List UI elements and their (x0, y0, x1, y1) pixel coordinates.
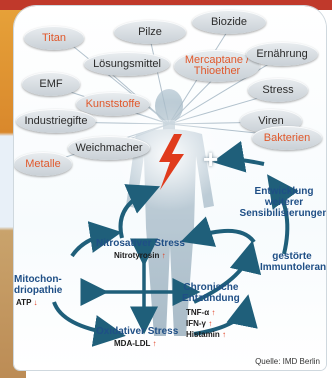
lightning-icon (159, 134, 184, 190)
increase-arrow-icon: ↑ (152, 339, 157, 348)
label-gestoerte-line1: gestörte (272, 251, 312, 262)
label-chronisch-line2: Entzündung (182, 293, 240, 304)
plus-sign: + (203, 144, 219, 174)
label-entwicklung-line1: Entwicklung (254, 186, 314, 197)
bubble-metalle: Metalle (14, 152, 72, 176)
label-entwicklung: Entwicklung weiterer Sensibilisierungen (238, 186, 326, 219)
label-mito-line2: driopathie (14, 285, 63, 296)
source-credit: Quelle: IMD Berlin (255, 357, 320, 366)
increase-arrow-icon: ↑ (222, 330, 227, 339)
label-atp: ATP (16, 298, 32, 307)
cycle-arrows (52, 140, 299, 347)
increase-arrow-icon: ↑ (208, 319, 213, 328)
label-nitrotyrosin: Nitrotyrosin (114, 251, 160, 260)
label-histamin: Histamin (186, 330, 220, 339)
bubble-emf: EMF (22, 72, 80, 96)
bubble-stress: Stress (248, 78, 308, 102)
bubble-mercaptane-line2: Thioether (193, 65, 241, 77)
bubble-industriegifte: Industriegifte (16, 109, 96, 133)
decrease-arrow-icon: ↓ (33, 298, 38, 307)
label-oxidativer-stress: Oxidativer Stress (96, 326, 179, 337)
bubble-loesungsmittel: Lösungsmittel (84, 52, 170, 76)
increase-arrow-icon: ↑ (161, 251, 166, 260)
label-gestoerte-line2: Immuntoleranz (260, 262, 326, 273)
label-chronisch-line1: Chronische (183, 282, 239, 293)
bubble-weichmacher: Weichmacher (68, 136, 150, 160)
label-ifn: IFN-γ (186, 319, 206, 328)
label-mitochondriopathie: Mitochon- driopathie (14, 274, 62, 296)
label-mda-ldl: MDA-LDL (114, 339, 151, 348)
bubble-biozide: Biozide (192, 10, 266, 34)
central-cross-arrows (80, 238, 201, 335)
label-chronische-entzuendung: Chronische Entzündung (182, 282, 240, 304)
label-mda-row: MDA-LDL ↑ (114, 339, 157, 348)
label-histamin-row: Histamin ↑ (186, 329, 226, 340)
bubble-mercaptane: Mercaptane / Thioether (174, 50, 260, 82)
label-cytokines: TNF-α ↑ IFN-γ ↑ Histamin ↑ (186, 307, 226, 340)
label-gestoerte-immuntoleranz: gestörte Immuntoleranz (260, 251, 326, 273)
label-entwicklung-line2: weiterer (264, 197, 304, 208)
bubble-ernaehrung: Ernährung (246, 42, 318, 66)
label-ifn-row: IFN-γ ↑ (186, 318, 226, 329)
label-nitrosativer-stress: Nitrosativer Stress (96, 238, 185, 249)
label-atp-row: ATP ↓ (16, 298, 38, 307)
diagram-panel: Titan Pilze Biozide Lösungsmittel Mercap… (14, 6, 326, 370)
label-tnf-row: TNF-α ↑ (186, 307, 226, 318)
increase-arrow-icon: ↑ (211, 308, 216, 317)
diagram-canvas (43, 23, 299, 347)
background-top-strip (0, 0, 332, 10)
label-entwicklung-line3: Sensibilisierungen (239, 208, 326, 219)
bubble-bakterien: Bakterien (252, 126, 322, 150)
bubble-kunststoffe: Kunststoffe (76, 92, 150, 116)
label-mito-line1: Mitochon- (14, 274, 62, 285)
label-tnf: TNF-α (186, 308, 210, 317)
bubble-mercaptane-line1: Mercaptane / (184, 54, 250, 66)
bubble-pilze: Pilze (114, 20, 186, 44)
bubble-titan: Titan (24, 26, 84, 50)
label-nitrotyrosin-row: Nitrotyrosin ↑ (114, 251, 166, 260)
